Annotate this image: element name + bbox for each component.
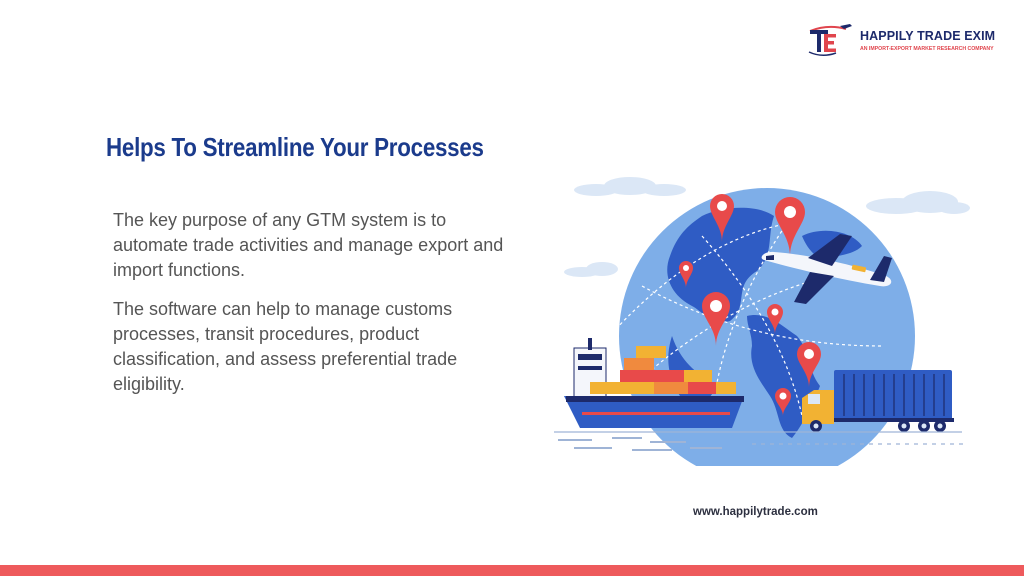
- logo-tagline: AN IMPORT-EXPORT MARKET RESEARCH COMPANY: [860, 46, 994, 52]
- cloud-icon: [564, 177, 970, 277]
- airplane-icon: [761, 234, 892, 304]
- location-pin-icon: [679, 194, 821, 416]
- logo-mark-icon: [808, 24, 852, 56]
- company-logo: HAPPILY TRADE EXIM AN IMPORT-EXPORT MARK…: [806, 22, 1006, 58]
- paragraph-software: The software can help to manage customs …: [113, 299, 458, 394]
- logo-company-name: HAPPILY TRADE EXIM: [860, 29, 996, 43]
- slide-title: Helps To Streamline Your Processes: [106, 132, 484, 162]
- cargo-ship-icon: [564, 338, 744, 428]
- ground-line: [554, 431, 966, 451]
- paragraph-purpose: The key purpose of any GTM system is to …: [113, 210, 504, 280]
- website-url: www.happilytrade.com: [693, 506, 818, 518]
- accent-bar: [0, 565, 1024, 576]
- container-truck-icon: [802, 370, 954, 432]
- trade-illustration: [554, 177, 970, 466]
- body-text: The key purpose of any GTM system is to …: [113, 208, 523, 411]
